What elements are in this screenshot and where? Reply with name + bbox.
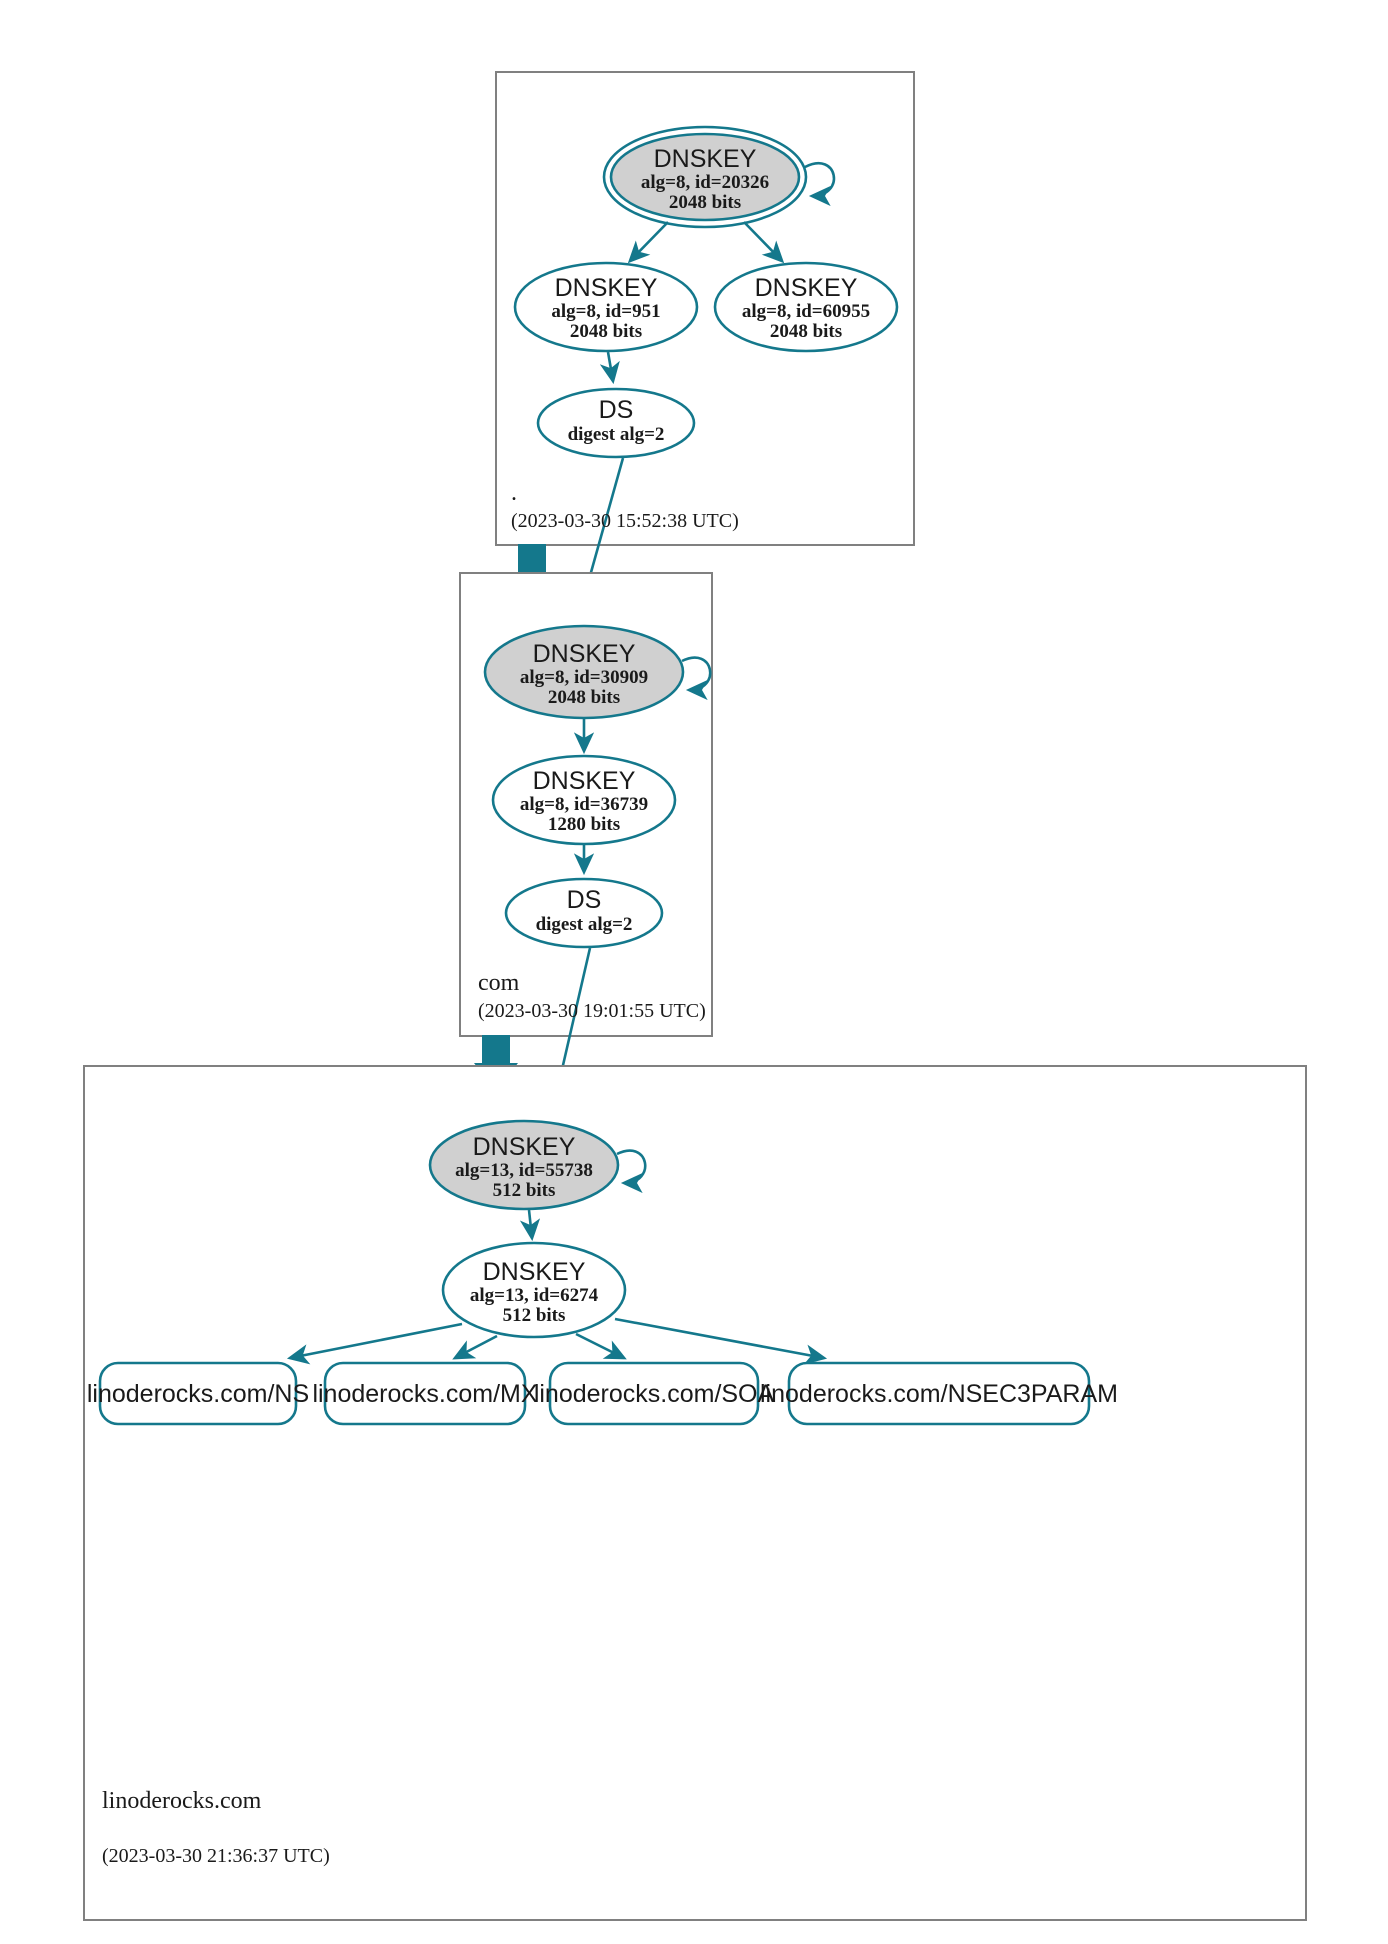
node-root-ksk[interactable]: DNSKEY alg=8, id=20326 2048 bits <box>602 125 808 229</box>
edge-root-ksk-to-zsk60955 <box>743 221 785 264</box>
rrset-label: linoderocks.com/SOA <box>534 1380 775 1408</box>
node-title: DS <box>599 396 634 424</box>
rrset-label: linoderocks.com/NS <box>87 1380 309 1408</box>
zone-timestamp-com: (2023-03-30 19:01:55 UTC) <box>478 1000 706 1022</box>
zone-timestamp-root: (2023-03-30 15:52:38 UTC) <box>511 510 739 532</box>
node-title: DNSKEY <box>473 1133 576 1161</box>
rrset-label: linoderocks.com/MX <box>312 1380 537 1408</box>
node-line2: alg=8, id=20326 <box>641 172 769 193</box>
node-line2: digest alg=2 <box>536 914 633 935</box>
self-signature-loop-root-ksk <box>804 162 836 207</box>
edge-root-zsk951-to-ds <box>599 351 620 385</box>
node-line2: alg=8, id=60955 <box>742 301 870 322</box>
rrset-mx[interactable]: linoderocks.com/MX <box>312 1361 538 1426</box>
node-line3: 2048 bits <box>570 321 642 342</box>
node-line2: alg=13, id=55738 <box>455 1160 593 1181</box>
rrset-ns[interactable]: linoderocks.com/NS <box>87 1361 309 1426</box>
node-line2: digest alg=2 <box>568 424 665 445</box>
node-com-ds[interactable]: DS digest alg=2 <box>504 877 664 949</box>
node-line2: alg=8, id=951 <box>551 301 660 322</box>
node-line3: 512 bits <box>493 1180 556 1201</box>
node-line3: 2048 bits <box>548 687 620 708</box>
node-title: DNSKEY <box>755 274 858 302</box>
node-title: DNSKEY <box>654 145 757 173</box>
zone-timestamp-linoderocks: (2023-03-30 21:36:37 UTC) <box>102 1845 330 1867</box>
rrset-label: linoderocks.com/NSEC3PARAM <box>760 1380 1118 1408</box>
self-signature-loop-linoderocks-ksk <box>616 1149 647 1194</box>
node-com-ksk[interactable]: DNSKEY alg=8, id=30909 2048 bits <box>483 624 685 720</box>
node-root-zsk-951[interactable]: DNSKEY alg=8, id=951 2048 bits <box>513 261 699 353</box>
node-line2: alg=13, id=6274 <box>470 1285 599 1306</box>
node-title: DNSKEY <box>483 1258 586 1286</box>
node-line2: alg=8, id=30909 <box>520 667 648 688</box>
node-line2: alg=8, id=36739 <box>520 794 648 815</box>
zone-label-root: . <box>511 480 517 506</box>
node-linoderocks-ksk[interactable]: DNSKEY alg=13, id=55738 512 bits <box>428 1119 620 1211</box>
node-title: DNSKEY <box>533 640 636 668</box>
node-line3: 1280 bits <box>548 814 620 835</box>
node-title: DS <box>567 886 602 914</box>
edge-zsk-to-rrset-soa <box>575 1332 627 1360</box>
node-root-ds[interactable]: DS digest alg=2 <box>536 387 696 459</box>
node-title: DNSKEY <box>555 274 658 302</box>
node-linoderocks-zsk[interactable]: DNSKEY alg=13, id=6274 512 bits <box>441 1241 627 1339</box>
zone-label-com: com <box>478 970 520 996</box>
node-title: DNSKEY <box>533 767 636 795</box>
rrset-soa[interactable]: linoderocks.com/SOA <box>534 1361 775 1426</box>
node-line3: 2048 bits <box>669 192 741 213</box>
edge-zsk-to-rrset-mx <box>452 1334 498 1360</box>
rrset-nsec3param[interactable]: linoderocks.com/NSEC3PARAM <box>760 1361 1118 1426</box>
edge-root-ksk-to-zsk951 <box>627 221 669 264</box>
node-line3: 2048 bits <box>770 321 842 342</box>
zone-box-linoderocks <box>83 1065 1307 1921</box>
edge-linoderocks-ksk-to-zsk <box>519 1209 541 1242</box>
node-com-zsk[interactable]: DNSKEY alg=8, id=36739 1280 bits <box>491 754 677 846</box>
node-root-zsk-60955[interactable]: DNSKEY alg=8, id=60955 2048 bits <box>713 261 899 353</box>
edge-zsk-to-rrset-ns <box>286 1322 463 1365</box>
node-line3: 512 bits <box>503 1305 566 1326</box>
zone-label-linoderocks: linoderocks.com <box>102 1788 262 1814</box>
self-signature-loop-com-ksk <box>681 656 712 701</box>
edge-zsk-to-rrset-nsec3param <box>614 1317 828 1365</box>
